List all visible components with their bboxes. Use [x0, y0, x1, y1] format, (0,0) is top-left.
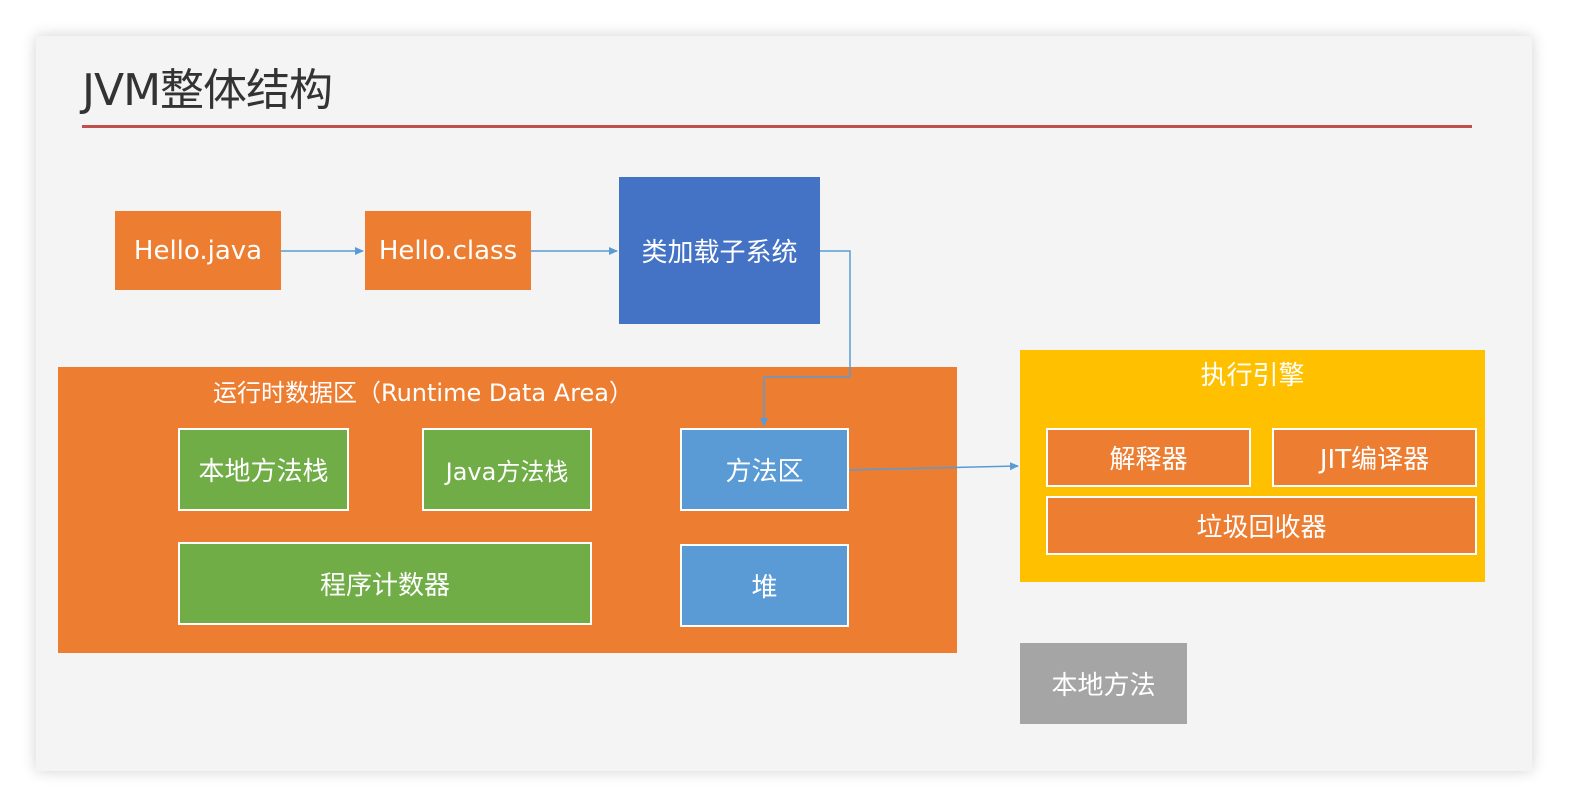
heap-box: 堆 [680, 544, 849, 627]
arrow-loader-to-method-area [760, 250, 851, 427]
java-method-stack-box: Java方法栈 [422, 428, 592, 511]
class-loader-subsystem-box: 类加载子系统 [619, 177, 820, 324]
native-method-stack-box: 本地方法栈 [178, 428, 349, 511]
hello-java-box: Hello.java [115, 211, 281, 290]
title-underline [82, 125, 1472, 128]
jit-compiler-box: JIT编译器 [1272, 428, 1477, 487]
native-method-box: 本地方法 [1020, 643, 1187, 724]
runtime-data-area-label: 运行时数据区（Runtime Data Area） [212, 379, 634, 407]
method-area-box: 方法区 [680, 428, 849, 511]
hello-class-box: Hello.class [365, 211, 531, 290]
program-counter-box: 程序计数器 [178, 542, 592, 625]
interpreter-box: 解释器 [1046, 428, 1251, 487]
execution-engine-label: 执行引擎 [1200, 361, 1305, 391]
page-title: JVM整体结构 [82, 65, 333, 116]
garbage-collector-box: 垃圾回收器 [1046, 496, 1477, 555]
arrow-method-area-to-engine [848, 462, 1019, 471]
